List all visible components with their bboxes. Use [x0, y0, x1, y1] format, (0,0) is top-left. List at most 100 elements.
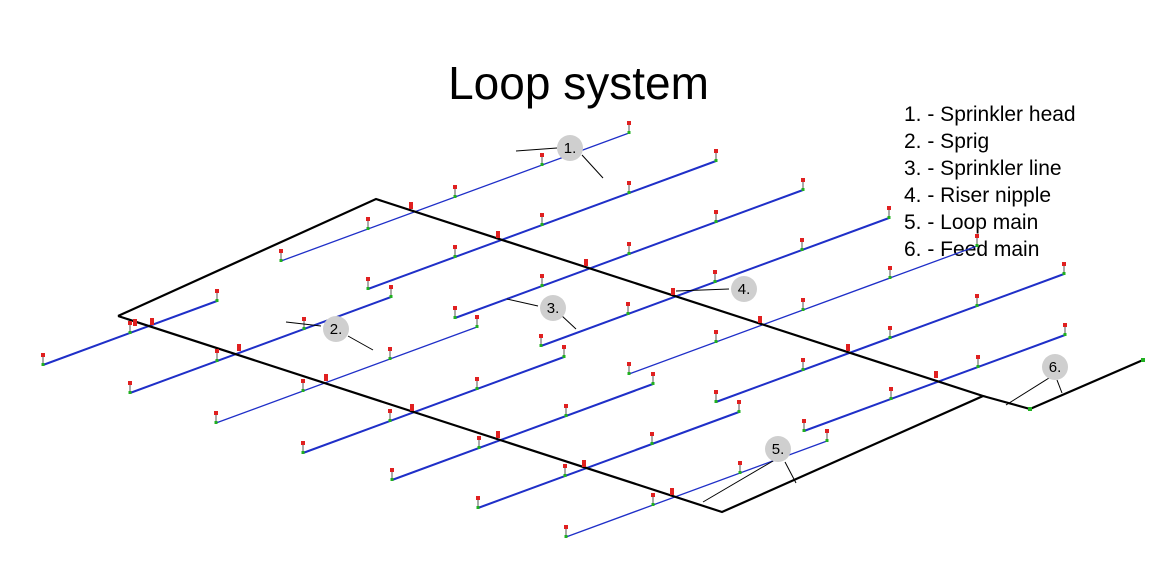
sprinkler-head [540, 274, 544, 278]
sprinkler-head [651, 372, 655, 376]
fitting [388, 419, 392, 422]
riser-nipple [670, 488, 674, 495]
riser-nipple [496, 231, 500, 238]
sprinkler-head [128, 381, 132, 385]
fitting [1028, 407, 1032, 411]
sprinkler-head [888, 326, 892, 330]
riser-nipple [671, 288, 675, 295]
fitting [390, 478, 394, 481]
callout-bubble [1042, 354, 1068, 380]
sprinkler-head [453, 185, 457, 189]
fitting [563, 474, 567, 477]
sprinkler-head [475, 315, 479, 319]
sprinkler-head [563, 464, 567, 468]
callout-6: 6. [1005, 354, 1068, 406]
riser-nipple [934, 371, 938, 378]
callout-4: 4. [675, 276, 757, 302]
fitting [128, 331, 132, 334]
sprinkler-head [564, 404, 568, 408]
sprinkler-head [714, 330, 718, 334]
fitting [738, 471, 742, 474]
sprinkler-head [801, 178, 805, 182]
sprinkler-head [976, 355, 980, 359]
sprinkler-head [1063, 323, 1067, 327]
fitting [476, 506, 480, 509]
sprinkler-head [302, 317, 306, 321]
callout-label: 1. [564, 140, 577, 157]
fitting [737, 410, 741, 413]
callout-bubble [540, 295, 566, 321]
fitting [1063, 333, 1067, 336]
sprinkler-head [41, 353, 45, 357]
sprinkler-head [214, 411, 218, 415]
sprinkler-head [389, 285, 393, 289]
sprinkler-head [539, 334, 543, 338]
riser-nipple [758, 316, 762, 323]
riser-nipple [150, 318, 154, 325]
sprinkler-head [650, 432, 654, 436]
sprinkler-head [975, 294, 979, 298]
callout-leader [1056, 379, 1063, 394]
fitting [453, 195, 457, 198]
legend-item-sprinkler-line: 3. - Sprinkler line [904, 157, 1062, 180]
callout-leader [675, 288, 730, 292]
legend-item-riser-nipple: 4. - Riser nipple [904, 184, 1052, 207]
callout-3: 3. [506, 295, 577, 330]
fitting [626, 312, 630, 315]
sprinkler-head [714, 390, 718, 394]
sprinkler-head [1062, 262, 1066, 266]
loop-main [117, 197, 987, 514]
fitting [627, 252, 631, 255]
riser-nipple [584, 259, 588, 266]
callout-label: 3. [547, 300, 560, 317]
fitting [627, 191, 631, 194]
fitting [215, 359, 219, 362]
fitting [714, 340, 718, 343]
legend-item-sprinkler-head: 1. - Sprinkler head [904, 103, 1076, 126]
fitting [301, 389, 305, 392]
fitting [650, 442, 654, 445]
legend: 1. - Sprinkler head 2. - Sprig 3. - Spri… [904, 101, 1076, 263]
callout-label: 5. [772, 441, 785, 458]
sprinkler-line [803, 334, 1066, 432]
sprinkler-line [477, 411, 740, 509]
callout-label: 4. [738, 281, 751, 298]
sprinkler-head [714, 149, 718, 153]
fitting [366, 287, 370, 290]
sprinkler-lines [42, 132, 1066, 538]
fitting [215, 299, 219, 302]
callout-leader [784, 461, 797, 484]
fitting [651, 503, 655, 506]
fitting [887, 216, 891, 219]
sprinkler-head [975, 234, 979, 238]
sprinkler-head [301, 441, 305, 445]
callout-bubble [557, 135, 583, 161]
callout-label: 6. [1049, 359, 1062, 376]
sprinkler-head [388, 347, 392, 351]
callout-2: 2. [285, 316, 374, 351]
legend-item-feed-main: 6. - Feed main [904, 238, 1040, 261]
riser-nipple [324, 374, 328, 381]
sprinkler-head [627, 242, 631, 246]
fitting [975, 304, 979, 307]
fitting [802, 429, 806, 432]
legend-item-sprig: 2. - Sprig [904, 130, 990, 153]
sprinkler-heads [41, 121, 1145, 538]
fitting [477, 446, 481, 449]
fitting [801, 368, 805, 371]
fitting [713, 280, 717, 283]
callout-leader [1005, 377, 1050, 406]
sprinkler-head [453, 245, 457, 249]
callouts: 1. 2. 3. 4. 5. 6. [285, 135, 1068, 503]
sprinkler-head [889, 387, 893, 391]
fitting [562, 355, 566, 358]
diagram-title: Loop system [448, 57, 709, 109]
fitting [540, 163, 544, 166]
sprinkler-line [129, 296, 392, 394]
riser-nipple [133, 319, 137, 326]
callout-leader [506, 298, 539, 307]
fitting [301, 451, 305, 454]
sprinkler-head [714, 210, 718, 214]
callout-leader [515, 147, 558, 152]
